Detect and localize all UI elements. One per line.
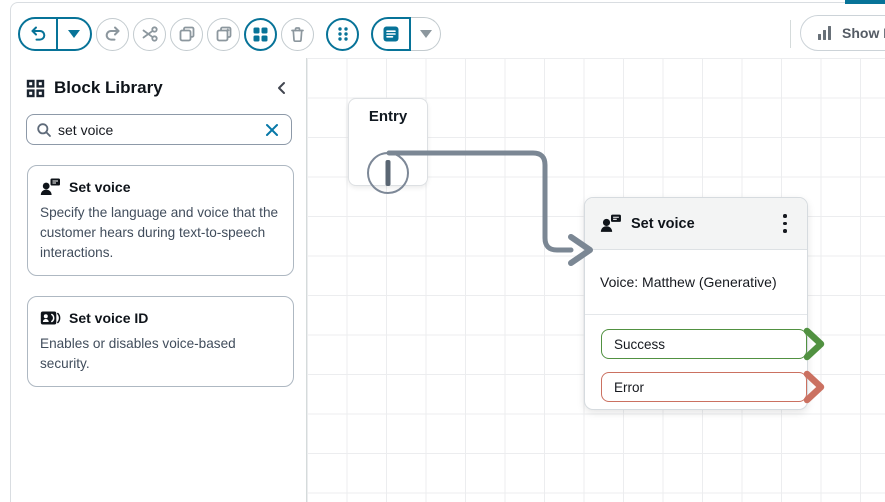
copy-icon (178, 25, 196, 43)
close-icon (266, 123, 278, 136)
panel-title: Block Library (54, 78, 163, 97)
bar-chart-icon (817, 25, 834, 41)
block-library-panel: Block Library (11, 58, 307, 502)
entry-label: Entry (368, 108, 408, 125)
show-metrics-button[interactable]: Show Metrics (800, 15, 885, 51)
card-description: Enables or disables voice-based security… (40, 336, 236, 371)
paste-icon (215, 25, 233, 43)
block-library-header: Block Library (26, 78, 292, 98)
flow-canvas[interactable]: Entry Set voice Voice: Matthew (Generat (307, 58, 885, 502)
cut-button[interactable] (133, 17, 166, 51)
copy-button[interactable] (170, 17, 203, 51)
port-label: Success (614, 336, 666, 352)
error-connector-chevron[interactable] (803, 370, 827, 404)
card-title: Set voice (69, 179, 131, 195)
caret-down-icon (419, 30, 432, 38)
kebab-dot (783, 214, 787, 218)
set-voice-id-icon (40, 308, 61, 328)
node-parameter: Voice: Matthew (Generative) (600, 274, 777, 290)
toolbar-divider (790, 20, 791, 48)
node-divider (585, 314, 807, 315)
notes-options-button[interactable] (411, 17, 441, 51)
entry-port-handle (385, 160, 391, 186)
redo-icon (104, 25, 122, 43)
top-accent-strip (845, 0, 885, 4)
paste-button[interactable] (207, 17, 240, 51)
entry-output-port[interactable] (367, 152, 409, 194)
card-title: Set voice ID (69, 310, 149, 326)
node-menu-button[interactable] (773, 209, 797, 239)
block-card-set-voice[interactable]: Set voice Specify the language and voice… (27, 165, 294, 276)
search-icon (36, 122, 52, 138)
trash-icon (289, 26, 306, 43)
set-voice-node[interactable]: Set voice Voice: Matthew (Generative) Su… (584, 197, 825, 412)
block-library-icon (26, 79, 45, 98)
undo-icon (29, 25, 47, 43)
card-header: Set voice (40, 177, 281, 197)
undo-button[interactable] (20, 19, 58, 49)
entry-block[interactable]: Entry (348, 98, 428, 194)
port-label: Error (614, 379, 644, 395)
set-voice-icon (40, 177, 61, 197)
port-error[interactable]: Error (601, 370, 825, 404)
set-voice-icon (600, 213, 622, 234)
node-ports: Success Error (585, 315, 825, 412)
undo-options-button[interactable] (58, 19, 90, 49)
document-icon (382, 25, 400, 43)
notes-button[interactable] (371, 17, 411, 51)
kebab-dot (783, 229, 787, 233)
drag-handle-button[interactable] (326, 17, 359, 51)
kebab-dot (783, 221, 787, 226)
node-title: Set voice (631, 215, 695, 232)
notes-split-button (371, 17, 441, 51)
chevron-left-icon (278, 82, 285, 94)
collapse-panel-button[interactable] (272, 78, 292, 98)
port-success[interactable]: Success (601, 327, 825, 361)
caret-down-icon (68, 30, 80, 38)
card-description: Specify the language and voice that the … (40, 205, 279, 260)
show-metrics-label: Show Metrics (842, 25, 885, 41)
delete-button[interactable] (281, 17, 314, 51)
search-input[interactable] (58, 121, 262, 138)
undo-split-button (18, 17, 92, 51)
flow-toolbar (18, 16, 441, 52)
blocks-grid-icon (252, 26, 269, 43)
redo-button[interactable] (96, 17, 129, 51)
success-connector-chevron[interactable] (803, 327, 827, 361)
scissors-icon (141, 25, 159, 43)
block-library-toggle-button[interactable] (244, 17, 277, 51)
clear-search-button[interactable] (262, 120, 282, 140)
node-header: Set voice (585, 198, 807, 250)
card-header: Set voice ID (40, 308, 281, 328)
drag-dots-icon (336, 26, 350, 42)
block-card-set-voice-id[interactable]: Set voice ID Enables or disables voice-b… (27, 296, 294, 387)
block-search-field (26, 114, 292, 145)
